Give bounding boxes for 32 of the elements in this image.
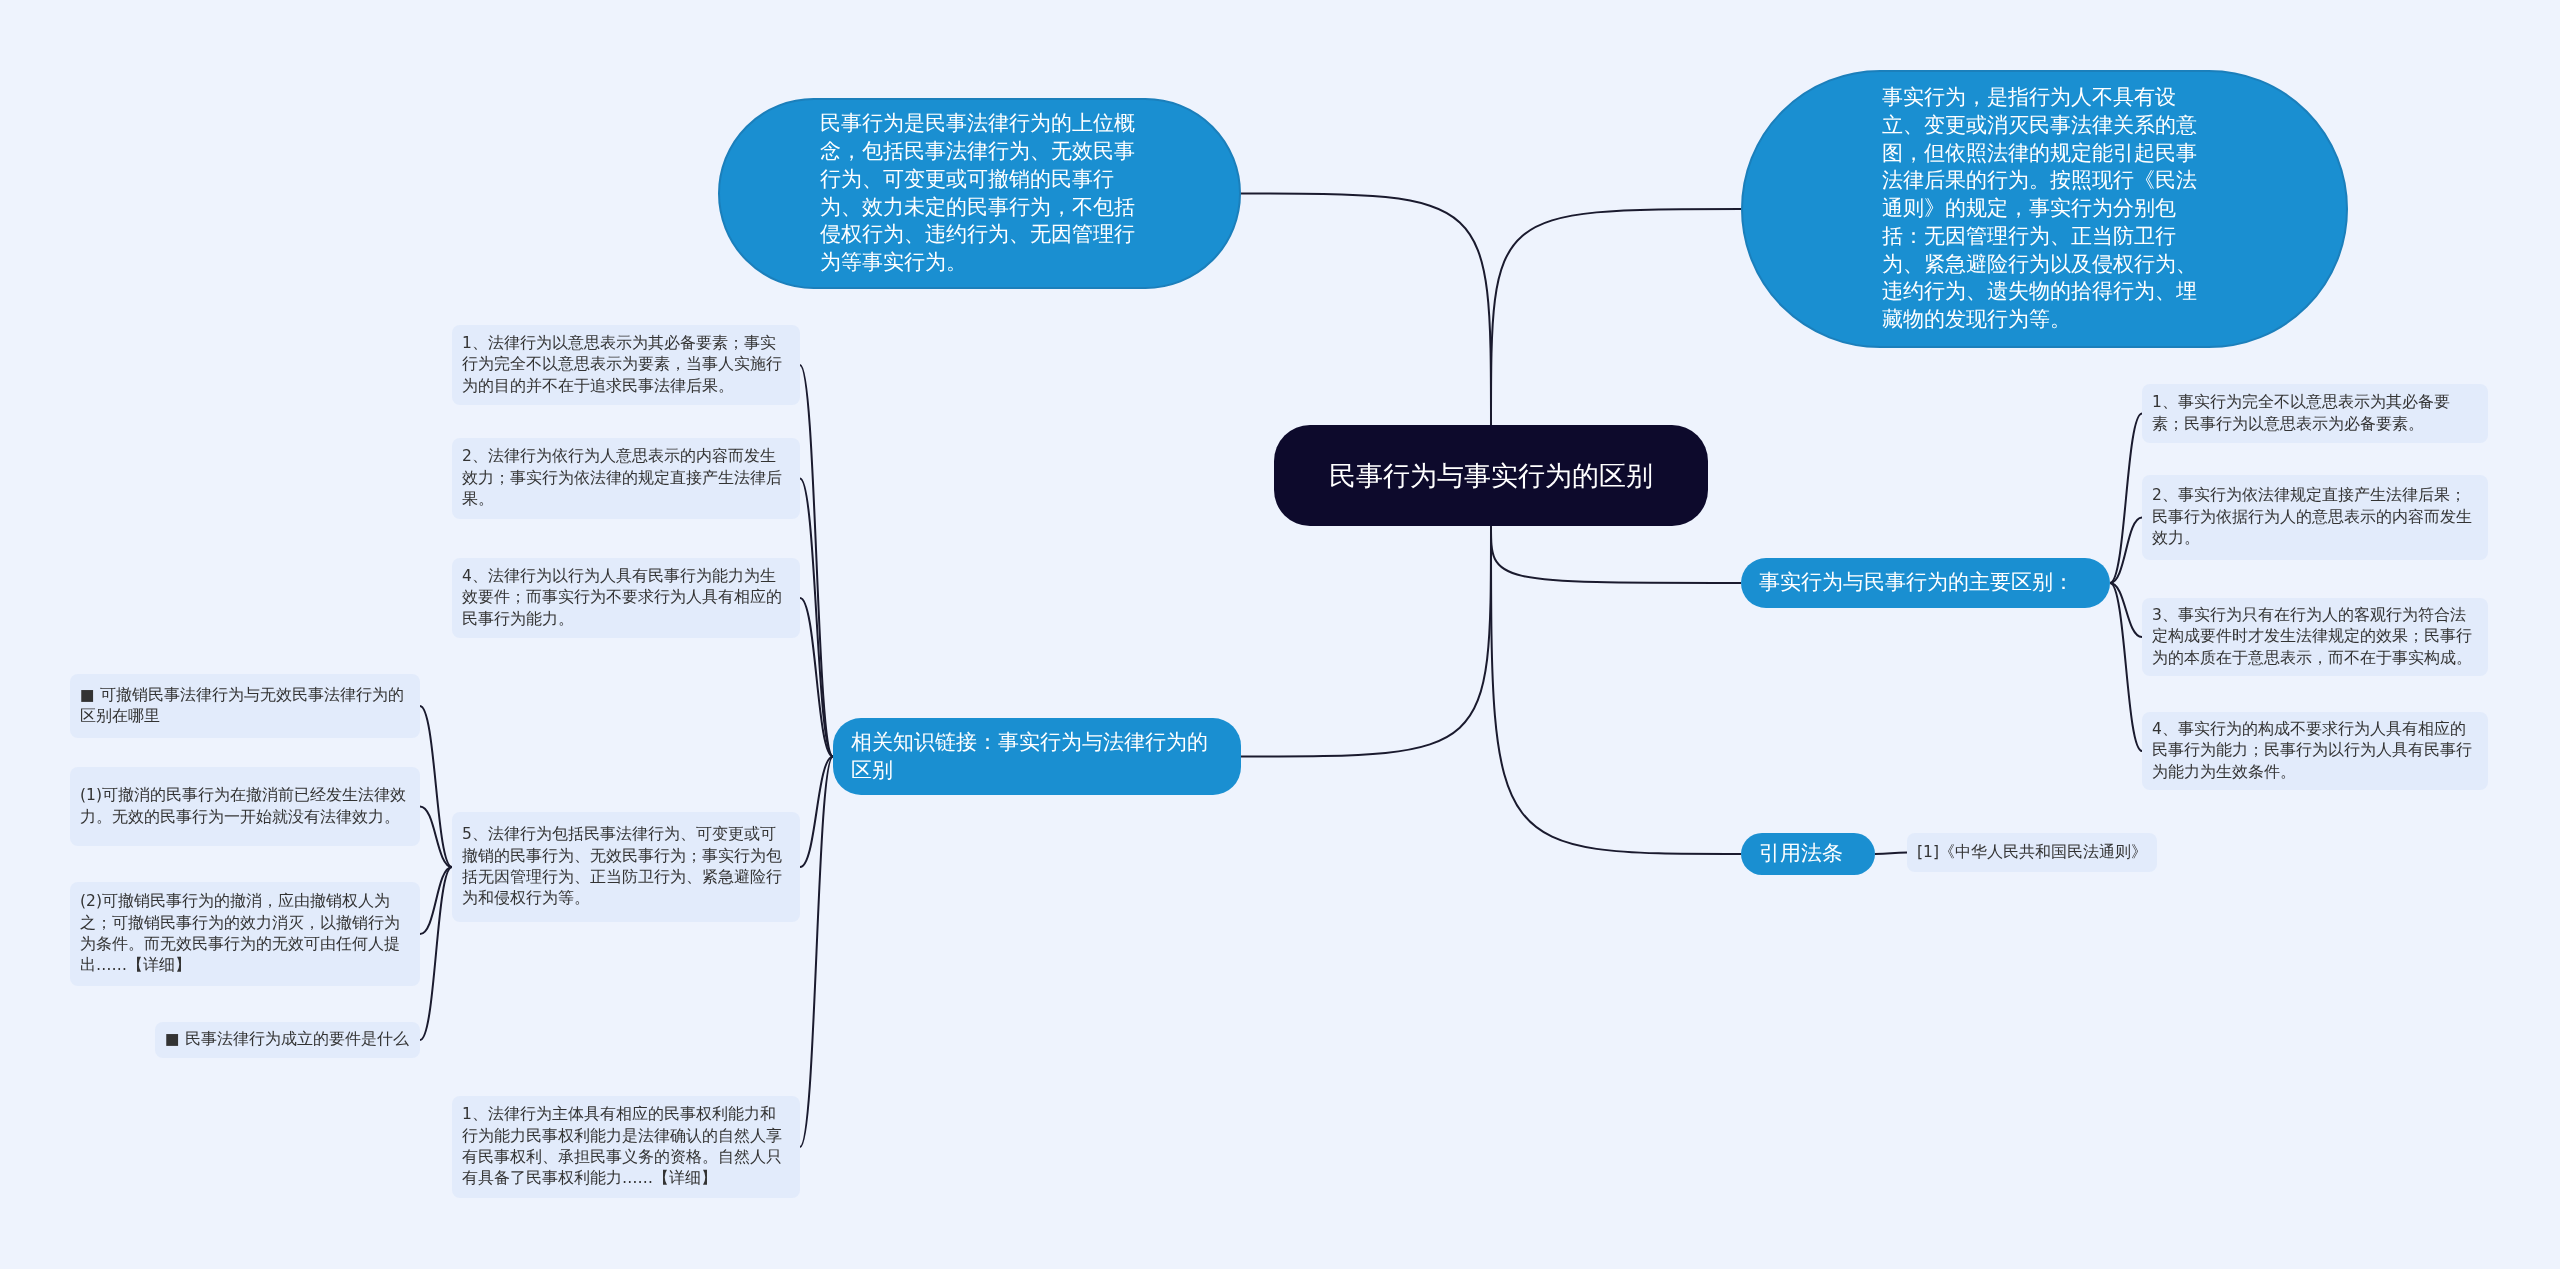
connector — [799, 755, 834, 1148]
text-box: 2、法律行为依行为人意思表示的内容而发生效力；事实行为依法律的规定直接产生法律后果。 — [452, 438, 800, 519]
connector — [2109, 582, 2143, 638]
text-box: 3、事实行为只有在行为人的客观行为符合法定构成要件时才发生法律规定的效果；民事行为的本质在于意思表示，而不在于事实构成。 — [2142, 598, 2488, 676]
connector — [2109, 582, 2143, 752]
connector — [1874, 851, 1908, 855]
connector — [799, 755, 834, 868]
connector — [419, 705, 453, 868]
connector — [799, 597, 834, 758]
text-box: (2)可撤销民事行为的撤消，应由撤销权人为之；可撤销民事行为的效力消灭，以撤销行为为条件。而无效民事行为的无效可由任何人提出……【详细】 — [70, 882, 420, 986]
text-box: ■ 民事法律行为成立的要件是什么 — [155, 1022, 420, 1058]
connector — [799, 477, 834, 758]
text-box: 1、法律行为以意思表示为其必备要素；事实行为完全不以意思表示为要素，当事人实施行为的目的并不在于追求民事法律后果。 — [452, 325, 800, 405]
text-bubble: 事实行为，是指行为人不具有设立、变更或消灭民事法律关系的意图，但依照法律的规定能引起民事法律后果的行为。按照现行《民法通则》的规定，事实行为分别包括：无因管理行为、正当防卫行为、紧急避险行为以及侵权行为、违约行为、遗失物的拾得行为、埋藏物的发现行为等。 — [1741, 70, 2348, 348]
text-box: 1、法律行为主体具有相应的民事权利能力和行为能力民事权利能力是法律确认的自然人享有民事权利、承担民事义务的资格。自然人只有具备了民事权利能力……【详细】 — [452, 1096, 800, 1198]
text-box: [1]《中华人民共和国民法通则》 — [1907, 833, 2157, 872]
branch-box: 引用法条 — [1741, 833, 1875, 875]
branch-box: 事实行为与民事行为的主要区别： — [1741, 558, 2110, 608]
text-box: (1)可撤消的民事行为在撤消前已经发生法律效力。无效的民事行为一开始就没有法律效力。 — [70, 767, 420, 846]
text-box: 2、事实行为依法律规定直接产生法律后果；民事行为依据行为人的意思表示的内容而发生效力。 — [2142, 475, 2488, 560]
text-box: 5、法律行为包括民事法律行为、可变更或可撤销的民事行为、无效民事行为；事实行为包括无因管理行为、正当防卫行为、紧急避险行为和侵权行为等。 — [452, 812, 800, 922]
connector — [419, 805, 453, 868]
text-box: ■ 可撤销民事法律行为与无效民事法律行为的区别在哪里 — [70, 674, 420, 738]
connector — [2109, 516, 2143, 584]
branch-box: 相关知识链接：事实行为与法律行为的区别 — [833, 718, 1241, 795]
text-box: 4、法律行为以行为人具有民事行为能力为生效要件；而事实行为不要求行为人具有相应的民事行为能力。 — [452, 558, 800, 638]
text-box: 1、事实行为完全不以意思表示为其必备要素；民事行为以意思表示为必备要素。 — [2142, 384, 2488, 443]
text-bubble: 民事行为是民事法律行为的上位概念，包括民事法律行为、无效民事行为、可变更或可撤销的民事行为、效力未定的民事行为，不包括侵权行为、违约行为、无因管理行为等事实行为。 — [718, 98, 1241, 289]
connector — [2109, 412, 2143, 584]
topic-box: 民事行为与事实行为的区别 — [1274, 425, 1708, 526]
text-box: 4、事实行为的构成不要求行为人具有相应的民事行为能力；民事行为以行为人具有民事行为能力为生效条件。 — [2142, 712, 2488, 790]
connector — [419, 866, 453, 1041]
